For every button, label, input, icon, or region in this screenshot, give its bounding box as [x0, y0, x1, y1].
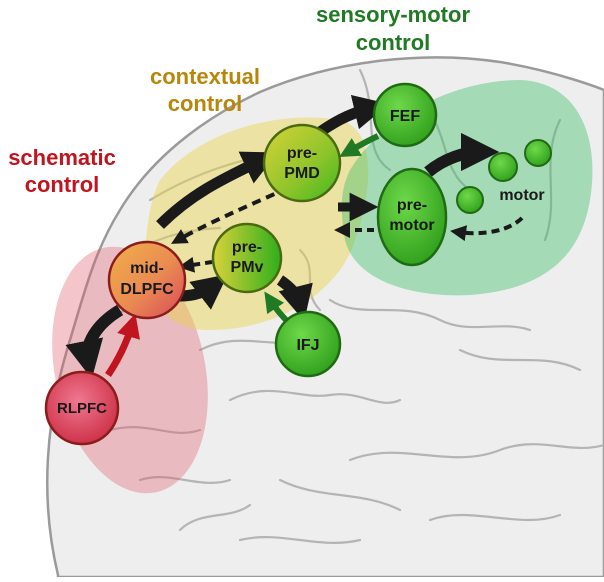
sensory-motor-label-line1: sensory-motor	[316, 2, 470, 27]
arrow-prepmv-to-middlpfc	[178, 256, 213, 273]
node-rlpfc-label: RLPFC	[57, 400, 107, 417]
arrow-premotor-to-motor	[424, 132, 500, 177]
node-prepmd-label-line2: PMD	[284, 165, 320, 182]
contextual-label-line2: control	[168, 91, 243, 116]
arrow-motor-to-premotor	[450, 216, 524, 242]
arrow-middlpfc-to-rlpfc	[65, 304, 124, 379]
node-prepmv: pre- PMv	[211, 222, 283, 294]
node-motor-cluster: motor	[456, 139, 552, 214]
node-middlpfc: mid- DLPFC	[107, 240, 187, 320]
node-ifj: IFJ	[274, 310, 342, 378]
arrow-prepmd-to-middlpfc	[171, 186, 289, 244]
arrow-middlpfc-to-prepmd	[156, 151, 278, 229]
node-fef: FEF	[372, 82, 438, 148]
schematic-label-line2: control	[25, 172, 100, 197]
arrow-fef-to-prepmd	[339, 133, 380, 158]
schematic-label-line1: schematic	[8, 145, 116, 170]
node-premotor-label-line2: motor	[389, 217, 434, 234]
motor-circle-2	[524, 139, 552, 167]
motor-circle-3	[456, 186, 484, 214]
node-rlpfc: RLPFC	[44, 370, 120, 446]
arrows	[65, 94, 524, 379]
motor-circle-1	[488, 152, 518, 182]
node-prepmd-label-line1: pre-	[287, 145, 317, 162]
arrow-middlpfc-to-prepmv	[179, 274, 228, 310]
node-prepmv-label-line2: PMv	[231, 259, 264, 276]
contextual-label-line1: contextual	[150, 64, 260, 89]
node-prepmd: pre- PMD	[262, 123, 342, 203]
node-premotor-label-line1: pre-	[397, 197, 427, 214]
node-motor-label: motor	[499, 187, 544, 204]
node-premotor: pre- motor	[376, 167, 448, 267]
node-prepmv-label-line1: pre-	[232, 239, 262, 256]
node-middlpfc-label-line1: mid-	[130, 260, 164, 277]
node-ifj-label: IFJ	[296, 337, 319, 354]
sensory-motor-label-line2: control	[356, 30, 431, 55]
node-fef-label: FEF	[390, 108, 420, 125]
arrow-prepmd-to-fef	[316, 94, 390, 137]
node-middlpfc-label-line2: DLPFC	[120, 281, 174, 298]
arrow-rlpfc-to-middlpfc	[105, 313, 140, 377]
arrow-prepmv-to-ifj	[276, 275, 313, 322]
